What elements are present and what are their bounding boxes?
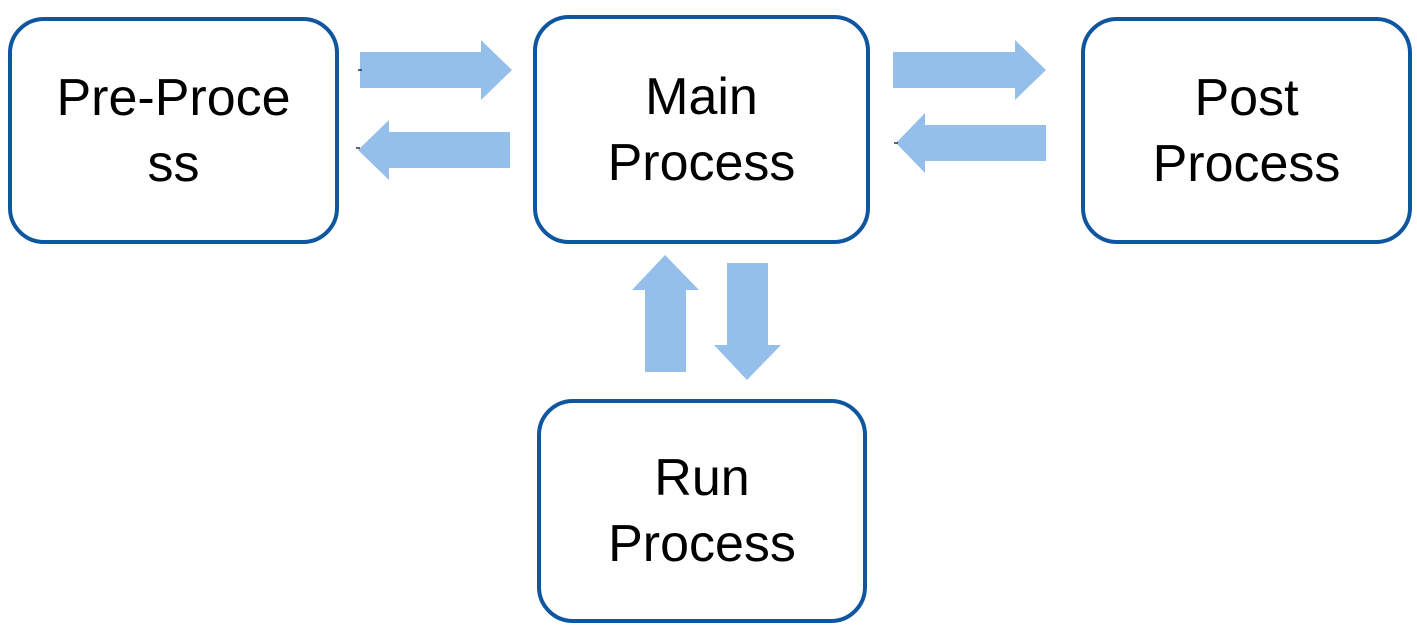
run-process-label-line1: Run: [654, 449, 750, 507]
main-process-label-line2: Process: [607, 133, 796, 192]
arrow-run-to-main: [632, 255, 699, 372]
run-process-box: Run Process: [537, 399, 867, 623]
arrow-main-to-pre: [358, 120, 510, 180]
post-process-label-line2: Process: [1152, 134, 1341, 193]
arrow-main-to-post: [893, 40, 1046, 100]
pre-process-label-line1: Pre-Proce: [56, 68, 291, 127]
run-process-label-line2: Process: [608, 515, 796, 573]
arrow-main-to-run: [714, 263, 781, 380]
main-process-label-line1: Main: [645, 67, 758, 126]
main-process-box: Main Process: [533, 15, 870, 244]
post-process-box: Post Process: [1081, 17, 1412, 244]
arrow-pre-to-main: [360, 40, 512, 100]
pre-process-box: Pre-Proce ss: [8, 17, 339, 244]
post-process-label-line1: Post: [1194, 68, 1299, 127]
pre-process-label-line2: ss: [147, 134, 200, 193]
arrow-post-to-main: [896, 113, 1046, 173]
